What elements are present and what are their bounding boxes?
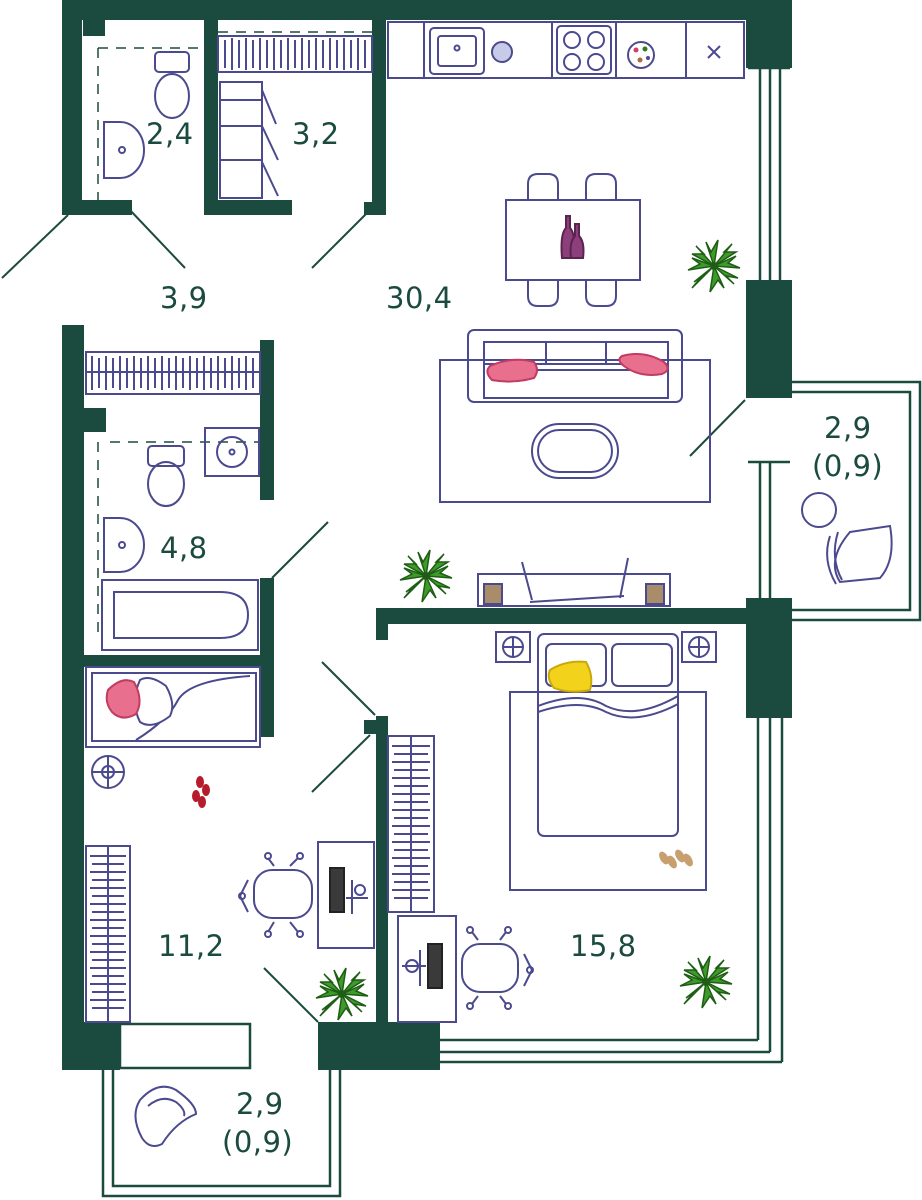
walls — [62, 0, 792, 1070]
sink-icon — [429, 27, 485, 75]
bed-icon — [85, 666, 261, 748]
dashed-lines — [97, 31, 372, 640]
sink-icon — [103, 121, 145, 179]
bed-icon — [537, 633, 679, 837]
area-label-kitchen-living: 30,4 — [386, 281, 453, 315]
area-label-bedroom-main: 15,8 — [570, 929, 637, 963]
rug — [509, 691, 707, 891]
sink-icon — [204, 427, 260, 477]
vase-icon — [560, 215, 585, 259]
plate-icon — [627, 41, 655, 69]
pillow-icon — [105, 677, 174, 726]
lamp-icon — [91, 755, 125, 789]
plant-icon — [315, 967, 369, 1021]
area-label-bathroom: 4,8 — [160, 531, 208, 565]
rug — [439, 359, 711, 503]
plant-icon — [687, 239, 741, 293]
door-swings — [1, 207, 746, 1023]
plant-icon — [399, 549, 453, 603]
desk-icon — [317, 841, 375, 949]
plant-icon — [679, 955, 733, 1009]
balcony-right — [790, 380, 922, 622]
stove-icon — [556, 25, 612, 75]
area-label-balcony-bottom: 2,9 — [236, 1087, 284, 1121]
area-label-closet: 3,2 — [292, 117, 340, 151]
area-label-balcony-right: 2,9 — [824, 411, 872, 445]
chair-icon — [238, 852, 313, 938]
coffee-table — [531, 423, 619, 479]
balcony-bottom — [101, 1022, 342, 1198]
hood-x-icon — [707, 45, 721, 59]
area-label-balcony-bottom-reduced: (0,9) — [222, 1125, 294, 1159]
lamp-icon — [495, 631, 717, 663]
pillow-icon — [547, 660, 593, 693]
bathtub-icon — [101, 579, 259, 651]
toilet-icon — [154, 51, 190, 119]
slippers-icon — [192, 776, 210, 808]
pillow-icon — [486, 353, 669, 383]
sink-icon — [103, 517, 145, 573]
area-label-hall: 3,9 — [160, 281, 208, 315]
dishwasher-icon — [491, 41, 513, 63]
area-label-wc: 2,4 — [146, 117, 194, 151]
wardrobe — [217, 35, 373, 199]
toilet-icon — [147, 445, 185, 507]
chair-icon — [461, 926, 534, 1010]
area-label-balcony-right-reduced: (0,9) — [812, 449, 884, 483]
tv-stand — [477, 557, 671, 607]
slippers-icon — [659, 849, 693, 869]
wardrobe — [85, 351, 261, 395]
sofa-icon — [467, 329, 683, 403]
area-label-bedroom-small: 11,2 — [158, 929, 225, 963]
desk-icon — [397, 915, 457, 1023]
wardrobe — [85, 845, 131, 1023]
chair-icon — [134, 1085, 198, 1147]
wardrobe — [387, 735, 435, 913]
windows — [440, 66, 790, 1064]
table-icon — [505, 199, 641, 281]
chair-icon — [801, 492, 893, 585]
chair-icon — [527, 173, 617, 307]
kitchen-counter — [387, 21, 745, 79]
